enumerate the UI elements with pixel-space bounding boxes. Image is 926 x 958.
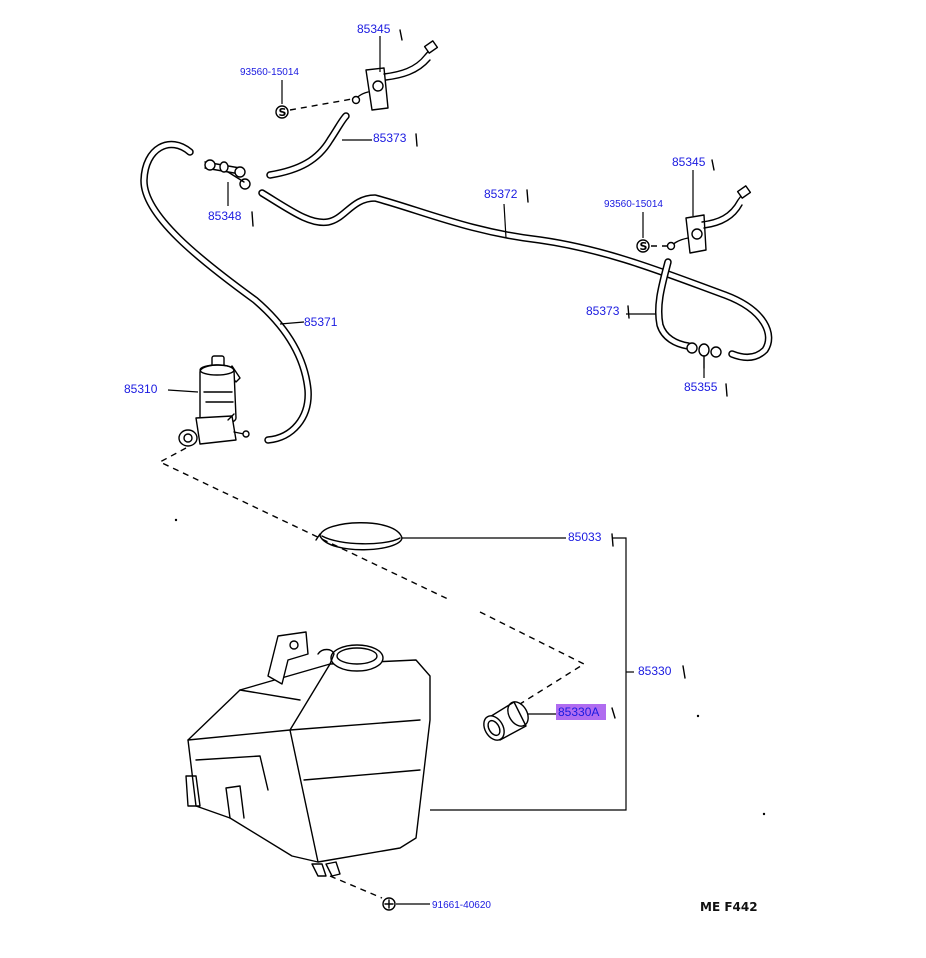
cap-85033[interactable] <box>315 522 403 551</box>
grommet-85330A[interactable] <box>480 698 533 744</box>
label-85372[interactable]: 85372 <box>484 187 518 201</box>
label-85345-right[interactable]: 85345 <box>672 155 706 169</box>
nozzle-85345-left[interactable] <box>351 40 439 111</box>
highlight-85330A <box>556 704 606 720</box>
joint-85355[interactable] <box>686 342 722 369</box>
quantity-marks <box>174 29 766 816</box>
label-93560-15014-left[interactable]: 93560-15014 <box>240 67 299 78</box>
leader-lines <box>167 36 705 905</box>
nozzle-85345-right[interactable] <box>666 185 752 254</box>
svg-text:S: S <box>279 106 287 119</box>
screw-93560-15014-left[interactable]: S <box>275 98 353 119</box>
label-85348[interactable]: 85348 <box>208 209 242 223</box>
hose-85373-right[interactable] <box>654 258 692 350</box>
label-93560-15014-right[interactable]: 93560-15014 <box>604 199 663 210</box>
label-85371[interactable]: 85371 <box>304 315 338 329</box>
label-85330A[interactable]: 85330A <box>558 705 599 719</box>
hose-85371[interactable] <box>140 140 312 444</box>
joint-85348[interactable] <box>204 159 251 190</box>
label-85310[interactable]: 85310 <box>124 382 158 396</box>
label-85355[interactable]: 85355 <box>684 380 718 394</box>
svg-text:S: S <box>640 240 648 253</box>
pump-85310[interactable] <box>178 355 250 447</box>
label-85345-left[interactable]: 85345 <box>357 22 391 36</box>
figure-code: ME F442 <box>700 900 758 914</box>
label-85033[interactable]: 85033 <box>568 530 602 544</box>
assembly-dashed-lines <box>158 447 586 705</box>
label-85373-right[interactable]: 85373 <box>586 304 620 318</box>
label-85373-left[interactable]: 85373 <box>373 131 407 145</box>
washer-tank[interactable] <box>185 631 431 877</box>
label-85330[interactable]: 85330 <box>638 664 672 678</box>
screw-93560-15014-right[interactable]: S <box>636 239 668 253</box>
label-91661-40620[interactable]: 91661-40620 <box>432 900 491 911</box>
bolt-91661-40620[interactable] <box>329 875 396 911</box>
hose-85372[interactable] <box>258 189 773 361</box>
hose-85373-left[interactable] <box>266 112 350 179</box>
